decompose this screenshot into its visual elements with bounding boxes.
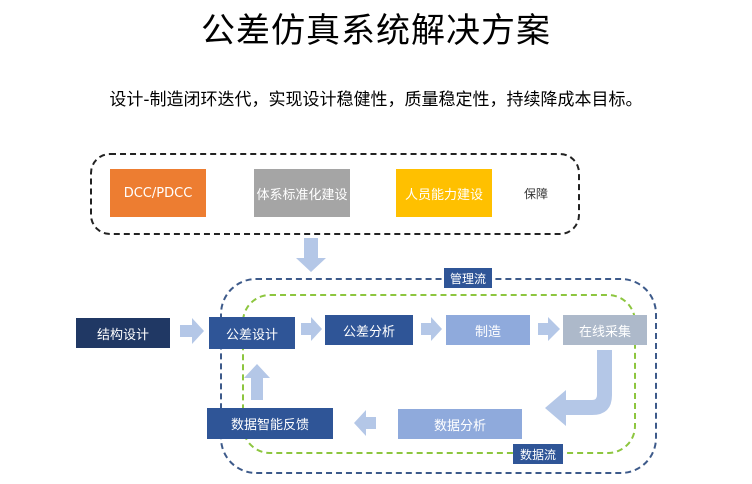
guarantee-container	[90, 153, 580, 235]
curved-arrow	[545, 350, 612, 426]
node-tolerance-design: 公差设计	[209, 317, 295, 349]
guarantee-item-system-standardization: 体系标准化建设	[254, 169, 350, 217]
right-arrow-3	[421, 317, 442, 341]
down-arrow	[296, 238, 326, 272]
guarantee-label: 保障	[524, 187, 549, 201]
arrow-group	[180, 238, 612, 436]
data-flow-tag: 数据流	[513, 444, 563, 464]
guarantee-item-personnel-capability: 人员能力建设	[396, 169, 492, 217]
right-arrow-2	[301, 317, 322, 341]
node-structure-design: 结构设计	[76, 318, 170, 348]
right-arrow-1	[180, 318, 204, 344]
up-arrow-feedback	[244, 364, 270, 400]
page-subtitle: 设计-制造闭环迭代，实现设计稳健性，质量稳定性，持续降成本目标。	[109, 90, 643, 110]
management-flow-container	[220, 278, 657, 474]
node-manufacturing: 制造	[446, 315, 530, 345]
management-flow-tag: 管理流	[444, 268, 492, 288]
right-arrow-4	[538, 317, 560, 341]
data-flow-container	[242, 294, 636, 454]
node-smart-feedback: 数据智能反馈	[207, 408, 333, 439]
left-arrow-feedback	[354, 410, 376, 436]
node-tolerance-analysis: 公差分析	[325, 315, 413, 345]
guarantee-item-dcc-pdcc: DCC/PDCC	[110, 169, 206, 217]
node-online-collection: 在线采集	[563, 315, 647, 345]
node-data-analysis: 数据分析	[398, 409, 522, 439]
page-title: 公差仿真系统解决方案	[201, 11, 551, 51]
